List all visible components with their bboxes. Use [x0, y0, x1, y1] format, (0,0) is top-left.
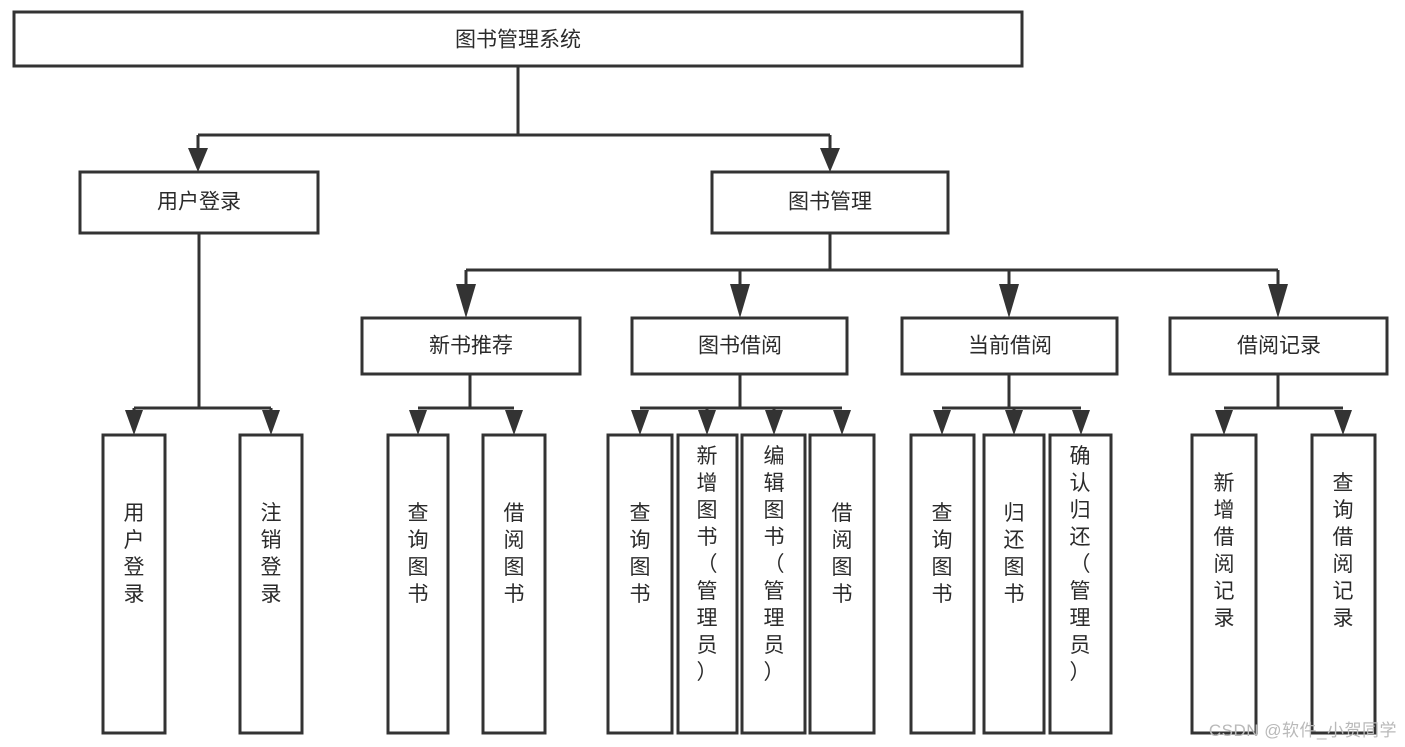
leaf-add-borrow-record-label: 新增借阅记录: [1214, 472, 1235, 630]
leaf-logout-label: 注销登录: [261, 502, 282, 606]
leaf-query-book-2-label: 查询图书: [630, 502, 651, 606]
leaf-add-book-admin[interactable]: 新增图书（管理员）: [676, 433, 739, 735]
connector-layer: [125, 66, 1352, 435]
arrowhead-nb-leaf1: [409, 410, 427, 435]
arrowhead-record: [1268, 284, 1288, 318]
leaf-query-book-1-box[interactable]: [386, 433, 450, 735]
node-new-book-recommend-label: 新书推荐: [429, 335, 513, 358]
node-borrow-record-box[interactable]: [1168, 316, 1389, 376]
arrowhead-cu-leaf2: [1005, 410, 1023, 435]
leaf-query-book-2[interactable]: 查询图书: [606, 433, 674, 735]
arrowhead-borrow: [730, 284, 750, 318]
leaf-borrow-book-2-label: 借阅图书: [832, 502, 853, 606]
leaf-logout[interactable]: 注销登录: [238, 433, 304, 735]
node-book-management-label: 图书管理: [788, 191, 872, 214]
leaf-query-book-3[interactable]: 查询图书: [909, 433, 976, 735]
leaf-confirm-return-admin-box[interactable]: [1048, 433, 1113, 735]
node-user-login-label: 用户登录: [157, 191, 241, 214]
watermark-text: CSDN @软件_小贺同学: [1208, 721, 1397, 740]
node-borrow-record[interactable]: 借阅记录: [1168, 316, 1389, 376]
arrowhead-leaf-logout: [262, 410, 280, 435]
leaf-query-borrow-record[interactable]: 查询借阅记录: [1310, 433, 1377, 735]
arrowhead-user-login: [188, 148, 208, 172]
node-user-login-box[interactable]: [78, 170, 320, 235]
leaf-confirm-return-admin[interactable]: 确认归还（管理员）: [1048, 433, 1113, 735]
leaf-query-borrow-record-box[interactable]: [1310, 433, 1377, 735]
leaf-borrow-book-2[interactable]: 借阅图书: [808, 433, 876, 735]
node-book-management-box[interactable]: [710, 170, 950, 235]
leaf-query-book-1[interactable]: 查询图书: [386, 433, 450, 735]
leaf-borrow-book-2-box[interactable]: [808, 433, 876, 735]
node-current-borrow-label: 当前借阅: [968, 335, 1052, 358]
leaf-query-book-3-label: 查询图书: [932, 502, 953, 606]
arrowhead-nb-leaf2: [505, 410, 523, 435]
node-user-login[interactable]: 用户登录: [78, 170, 320, 235]
arrowhead-book-mgmt: [820, 148, 840, 172]
arrowhead-bo-leaf3: [765, 410, 783, 435]
leaf-query-book-3-box[interactable]: [909, 433, 976, 735]
leaf-return-book-box[interactable]: [982, 433, 1046, 735]
leaf-add-borrow-record-box[interactable]: [1190, 433, 1258, 735]
arrowhead-bo-leaf4: [833, 410, 851, 435]
leaf-confirm-return-admin-label: 确认归还（管理员）: [1070, 445, 1091, 684]
leaf-return-book[interactable]: 归还图书: [982, 433, 1046, 735]
node-book-management[interactable]: 图书管理: [710, 170, 950, 235]
leaf-add-book-admin-box[interactable]: [676, 433, 739, 735]
arrowhead-cu-leaf1: [933, 410, 951, 435]
leaf-user-login[interactable]: 用户登录: [101, 433, 167, 735]
arrowhead-leaf-user-login: [125, 410, 143, 435]
leaf-user-login-label: 用户登录: [124, 502, 145, 606]
node-current-borrow[interactable]: 当前借阅: [900, 316, 1119, 376]
leaf-user-login-box[interactable]: [101, 433, 167, 735]
leaf-query-book-1-label: 查询图书: [408, 502, 429, 606]
leaf-logout-box[interactable]: [238, 433, 304, 735]
node-book-borrow-box[interactable]: [630, 316, 849, 376]
leaf-add-borrow-record[interactable]: 新增借阅记录: [1190, 433, 1258, 735]
node-new-book-recommend[interactable]: 新书推荐: [360, 316, 582, 376]
node-book-borrow[interactable]: 图书借阅: [630, 316, 849, 376]
arrowhead-current: [999, 284, 1019, 318]
leaf-edit-book-admin[interactable]: 编辑图书（管理员）: [740, 433, 807, 735]
arrowhead-newbook: [456, 284, 476, 318]
leaf-borrow-book-1[interactable]: 借阅图书: [481, 433, 547, 735]
node-root-box[interactable]: [12, 10, 1024, 68]
node-book-borrow-label: 图书借阅: [698, 335, 782, 358]
node-new-book-recommend-box[interactable]: [360, 316, 582, 376]
arrowhead-re-leaf1: [1215, 410, 1233, 435]
leaf-add-book-admin-label: 新增图书（管理员）: [697, 445, 718, 684]
node-root[interactable]: 图书管理系统: [12, 10, 1024, 68]
leaf-edit-book-admin-box[interactable]: [740, 433, 807, 735]
node-current-borrow-box[interactable]: [900, 316, 1119, 376]
leaf-query-book-2-box[interactable]: [606, 433, 674, 735]
leaf-return-book-label: 归还图书: [1004, 502, 1025, 606]
arrowhead-bo-leaf2: [698, 410, 716, 435]
leaf-borrow-book-1-label: 借阅图书: [504, 502, 525, 606]
leaf-edit-book-admin-label: 编辑图书（管理员）: [764, 445, 785, 684]
arrowhead-cu-leaf3: [1072, 410, 1090, 435]
arrowhead-re-leaf2: [1334, 410, 1352, 435]
leaf-borrow-book-1-box[interactable]: [481, 433, 547, 735]
leaf-query-borrow-record-label: 查询借阅记录: [1333, 472, 1354, 630]
arrowhead-bo-leaf1: [631, 410, 649, 435]
node-root-label: 图书管理系统: [455, 29, 581, 52]
node-borrow-record-label: 借阅记录: [1237, 335, 1321, 358]
